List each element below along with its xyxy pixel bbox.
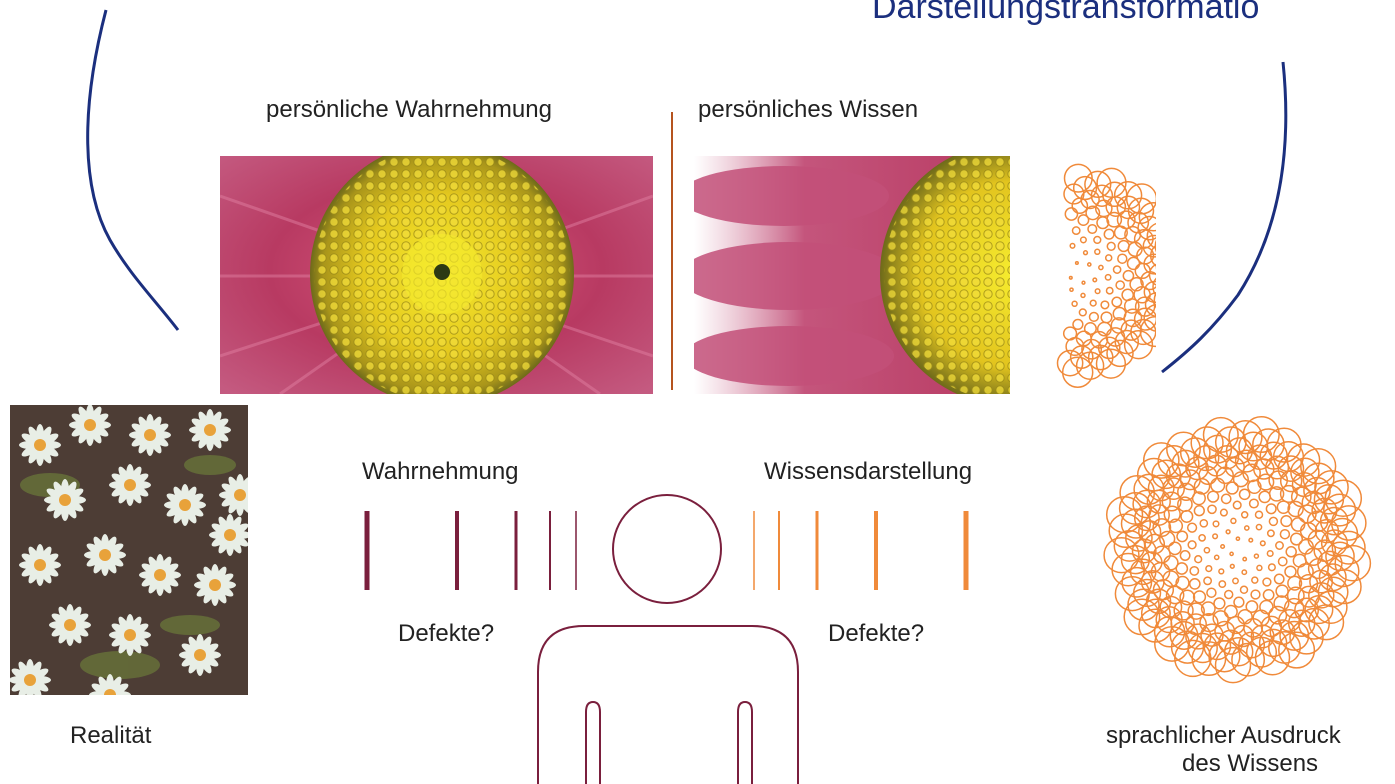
person-outline-icon xyxy=(538,495,798,784)
linguistic-expression-line-1: sprachlicher Ausdruck xyxy=(1106,722,1341,750)
linguistic-fibonacci-pattern xyxy=(1092,404,1382,694)
defects-left-label: Defekte? xyxy=(398,620,494,648)
linguistic-expression-line-2: des Wissens xyxy=(1182,750,1318,778)
defects-right-label: Defekte? xyxy=(828,620,924,648)
